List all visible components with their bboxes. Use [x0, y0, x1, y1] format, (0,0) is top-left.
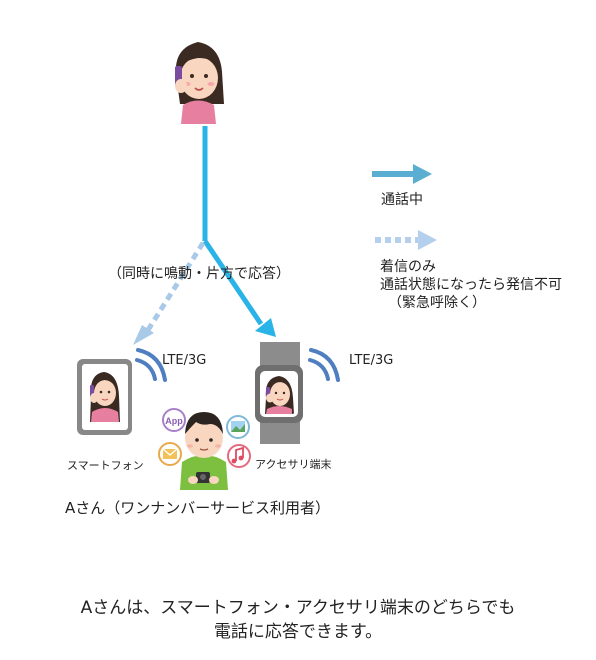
footer-line: 電話に応答できます。 — [213, 622, 383, 642]
smartphone-label: スマートフォン — [67, 459, 144, 472]
signal-waves-icon — [135, 348, 167, 382]
legend-ring-arrow-icon — [375, 230, 437, 250]
legend-ring-line: 通話状態になったら発信不可 — [380, 277, 562, 293]
legend-call-arrow-icon — [372, 164, 432, 184]
footer-caption: Aさんは、スマートフォン・アクセサリ端末のどちらでも 電話に応答できます。 — [0, 596, 596, 644]
watch-network-label: LTE/3G — [349, 353, 394, 368]
footer-line: Aさんは、スマートフォン・アクセサリ端末のどちらでも — [80, 598, 516, 618]
photo-bubble-icon — [226, 415, 250, 439]
signal-waves-icon — [308, 348, 340, 382]
smartwatch-icon — [255, 342, 303, 444]
mail-bubble-icon — [158, 442, 182, 466]
ring-only-line — [133, 241, 206, 345]
in-call-line — [202, 126, 276, 337]
app-badge-text: App — [165, 416, 183, 426]
watch-label: アクセサリ端末 — [255, 458, 332, 471]
phone-network-label: LTE/3G — [162, 353, 207, 368]
smartphone-icon — [77, 359, 132, 435]
user-caption: Aさん（ワンナンバーサービス利用者） — [65, 499, 330, 517]
legend-ring-line: （緊急呼除く） — [388, 295, 486, 311]
legend-ring-line: 着信のみ — [380, 259, 436, 275]
ring-caption: （同時に鳴動・片方で応答） — [108, 266, 290, 282]
legend-ring-only-label: 着信のみ 通話状態になったら発信不可 （緊急呼除く） — [380, 258, 562, 312]
music-bubble-icon — [227, 444, 251, 468]
caller-woman-icon — [175, 42, 224, 124]
legend-in-call-label: 通話中 — [381, 192, 423, 208]
app-bubble-icon: App — [162, 408, 186, 432]
user-man-icon — [180, 412, 228, 490]
